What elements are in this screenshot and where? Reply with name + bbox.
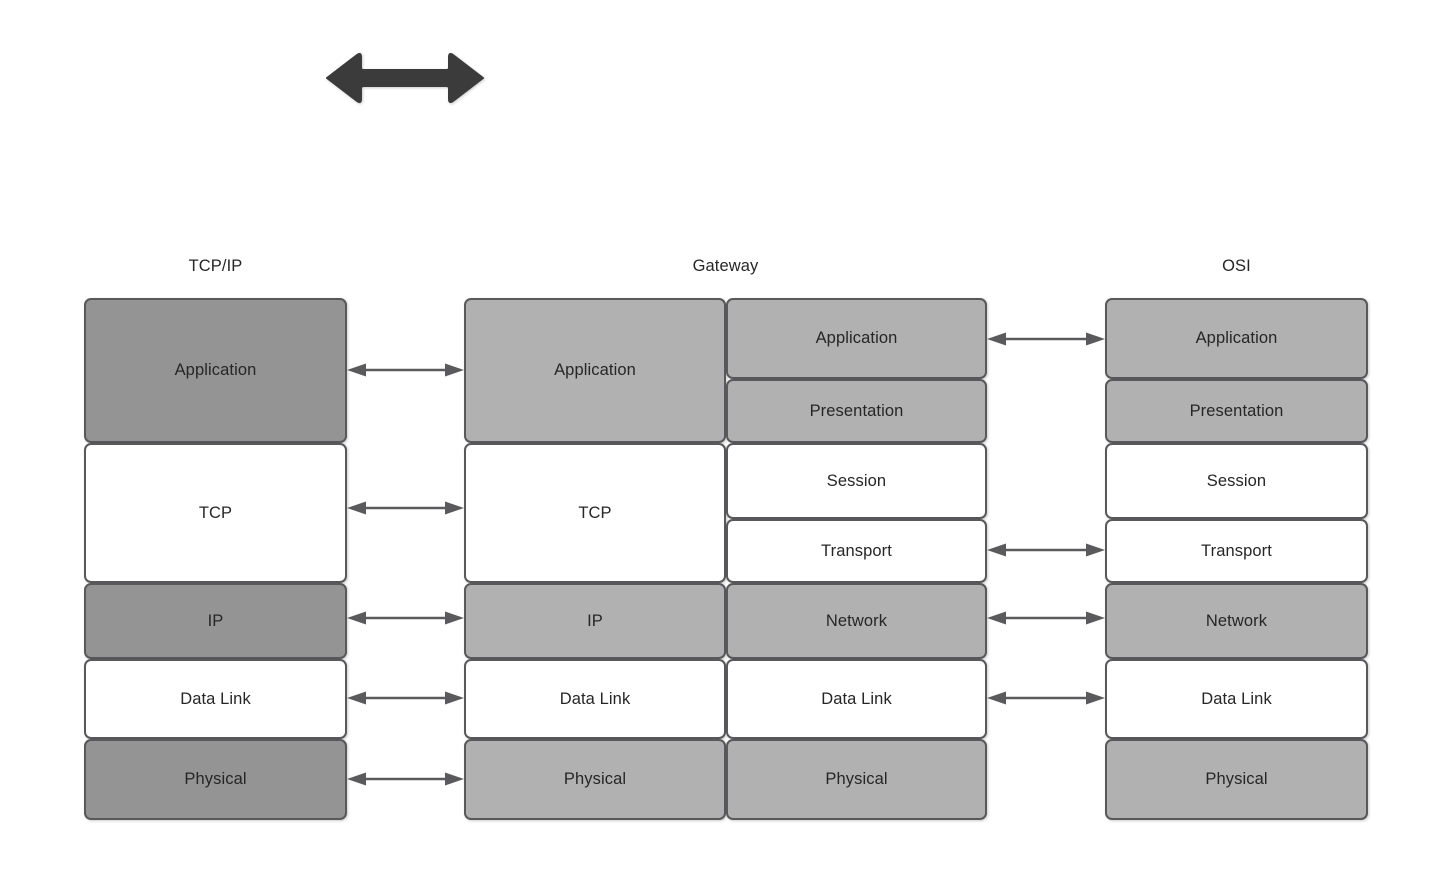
connector-tcpip-gateway-ip xyxy=(347,607,464,629)
gateway-left-layer-ip[interactable]: IP xyxy=(464,583,726,659)
gateway-right-layer-presentation[interactable]: Presentation xyxy=(726,379,987,443)
tcpip-layer-data-link[interactable]: Data Link xyxy=(84,659,347,739)
osi-layer-application[interactable]: Application xyxy=(1105,298,1368,379)
osi-layer-transport[interactable]: Transport xyxy=(1105,519,1368,583)
tcpip-layer-physical[interactable]: Physical xyxy=(84,739,347,820)
tcpip-layer-ip[interactable]: IP xyxy=(84,583,347,659)
column-header-gateway: Gateway xyxy=(692,257,759,275)
connector-tcpip-gateway-tcp xyxy=(347,497,464,519)
osi-layer-data-link[interactable]: Data Link xyxy=(1105,659,1368,739)
osi-layer-network[interactable]: Network xyxy=(1105,583,1368,659)
gateway-left-layer-data-link[interactable]: Data Link xyxy=(464,659,726,739)
connector-tcpip-gateway-physical xyxy=(347,768,464,790)
connector-gateway-osi-transport xyxy=(987,539,1105,561)
tcpip-layer-application[interactable]: Application xyxy=(84,298,347,443)
gateway-left-layer-physical[interactable]: Physical xyxy=(464,739,726,820)
gateway-left-layer-application[interactable]: Application xyxy=(464,298,726,443)
gateway-left-layer-tcp[interactable]: TCP xyxy=(464,443,726,583)
gateway-right-layer-application[interactable]: Application xyxy=(726,298,987,379)
gateway-right-layer-network[interactable]: Network xyxy=(726,583,987,659)
gateway-right-layer-physical[interactable]: Physical xyxy=(726,739,987,820)
connector-tcpip-gateway-data-link xyxy=(347,687,464,709)
column-header-osi: OSI xyxy=(1222,257,1251,275)
connector-gateway-osi-network xyxy=(987,607,1105,629)
gateway-right-layer-transport[interactable]: Transport xyxy=(726,519,987,583)
gateway-right-layer-session[interactable]: Session xyxy=(726,443,987,519)
gateway-right-layer-data-link[interactable]: Data Link xyxy=(726,659,987,739)
connector-tcpip-gateway-application xyxy=(347,359,464,381)
tcpip-layer-tcp[interactable]: TCP xyxy=(84,443,347,583)
osi-layer-presentation[interactable]: Presentation xyxy=(1105,379,1368,443)
osi-layer-session[interactable]: Session xyxy=(1105,443,1368,519)
connector-gateway-osi-application xyxy=(987,328,1105,350)
bidirectional-arrow-icon xyxy=(325,52,485,104)
connector-gateway-osi-data-link xyxy=(987,687,1105,709)
column-header-tcpip: TCP/IP xyxy=(188,257,243,275)
osi-layer-physical[interactable]: Physical xyxy=(1105,739,1368,820)
